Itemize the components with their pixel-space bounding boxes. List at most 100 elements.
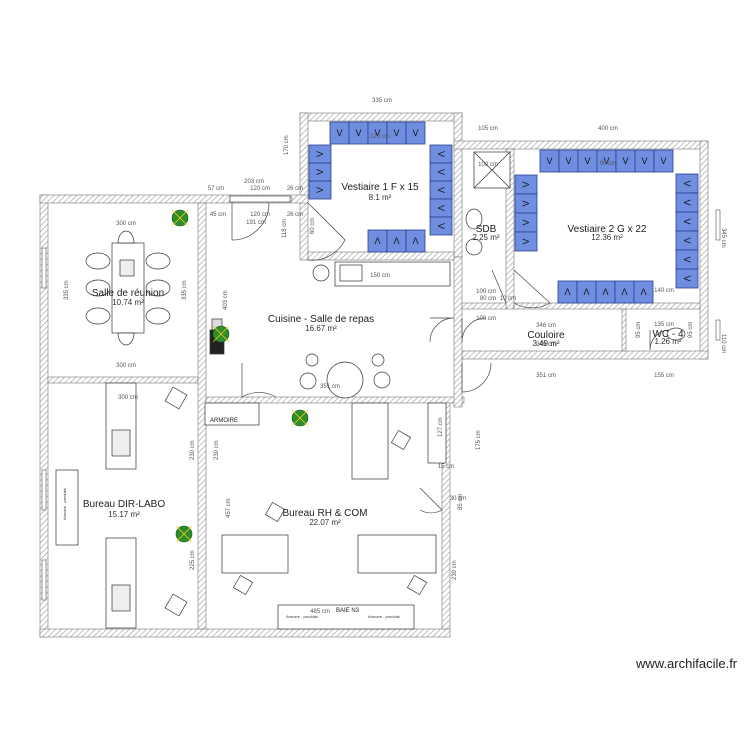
archive-label: Armoire - produits <box>286 614 318 619</box>
room-area: 10.74 m² <box>112 298 144 307</box>
locker <box>653 149 674 173</box>
locker-symbol: V <box>521 238 531 244</box>
dimension-label: 349 cm <box>536 342 556 348</box>
dimension-label: 191 cm <box>246 220 266 226</box>
locker-symbol: V <box>603 156 609 166</box>
dimension-label: 345 cm <box>720 228 726 248</box>
door-v1[interactable] <box>307 202 346 261</box>
watermark: www.archifacile.fr <box>636 656 738 671</box>
locker-symbol: V <box>521 219 531 225</box>
wall-v1-left <box>299 112 309 261</box>
dimension-label: 335 cm <box>372 98 392 104</box>
dimension-label: 135 cm <box>654 322 674 328</box>
locker-symbol: V <box>682 218 692 224</box>
locker-symbol: V <box>682 237 692 243</box>
chair <box>373 371 391 389</box>
door-rh-right[interactable] <box>419 487 443 514</box>
door-cuisine-top[interactable] <box>231 202 270 241</box>
locker <box>405 229 426 253</box>
room-name: Cuisine - Salle de repas <box>268 314 374 325</box>
locker <box>514 231 538 252</box>
locker <box>405 121 426 145</box>
door-v2[interactable] <box>513 269 551 309</box>
locker-symbol: Λ <box>640 287 646 297</box>
room-name: Couloire <box>527 330 565 341</box>
dimension-label: 457 cm <box>226 498 232 518</box>
door-sdb[interactable] <box>491 269 507 304</box>
door-cuisine-couloir[interactable] <box>429 317 455 343</box>
door-couloir-a[interactable] <box>461 317 487 343</box>
room-area: 22.07 m² <box>309 518 341 527</box>
desk <box>357 534 437 574</box>
washbasin <box>465 238 483 256</box>
room-area: 2.25 m² <box>472 233 499 242</box>
wall-v2-top <box>453 140 709 150</box>
desk <box>351 402 389 480</box>
chair <box>305 353 319 367</box>
wall-bottom <box>39 628 451 638</box>
dimension-label: 346 cm <box>536 323 556 329</box>
locker-symbol: V <box>521 181 531 187</box>
dimension-label: 140 cm <box>654 288 674 294</box>
locker-symbol: V <box>355 128 361 138</box>
dimension-label: 26 cm <box>287 186 303 192</box>
chair <box>164 386 188 410</box>
dimension-label: 150 cm <box>370 273 390 279</box>
cabinet <box>55 469 79 546</box>
room-name: Bureau DIR-LABO <box>83 499 165 510</box>
locker-symbol: V <box>436 169 446 175</box>
room-area: 8.1 m² <box>369 193 392 202</box>
bookshelf <box>277 604 415 630</box>
room-name: Vestiaire 2 G x 22 <box>568 224 647 235</box>
locker-symbol: V <box>682 199 692 205</box>
dimension-label: 26 cm <box>287 212 303 218</box>
locker-symbol: V <box>436 187 446 193</box>
dimension-label: 300 cm <box>118 395 138 401</box>
wc-toilet <box>666 327 686 341</box>
sink <box>339 264 363 282</box>
locker-symbol: V <box>682 256 692 262</box>
dimension-label: 485 cm <box>310 609 330 615</box>
cabinet-label: Armoire - produits <box>62 488 67 520</box>
dimension-label: 85 cm <box>458 494 464 510</box>
room-name: Salle de réunion <box>92 288 164 299</box>
locker-symbol: V <box>682 275 692 281</box>
wall-v2-bottom <box>513 302 701 310</box>
locker-symbol: V <box>436 151 446 157</box>
dimension-label: 105 cm <box>478 126 498 132</box>
furniture <box>55 151 686 630</box>
room-name: Bureau RH & COM <box>282 508 367 519</box>
wall-wc-left <box>621 308 627 352</box>
dimension-label: 57 cm <box>208 186 224 192</box>
door-wc[interactable] <box>649 329 671 351</box>
dimension-label: 230 cm <box>214 440 220 460</box>
wall-reunion-dir <box>47 376 199 384</box>
dimension-label: 127 cm <box>438 417 444 437</box>
dimension-label: 10 cm <box>500 296 516 302</box>
door-couloir-b[interactable] <box>461 362 492 393</box>
locker-symbol: V <box>584 156 590 166</box>
wall-couloir-bottom <box>461 350 709 360</box>
plant-leaves <box>171 209 309 543</box>
dimension-label: 100 cm <box>476 316 496 322</box>
room-area: 1.26 m² <box>654 337 681 346</box>
dimension-label: 351 cm <box>320 384 340 390</box>
chair <box>117 332 135 346</box>
locker <box>675 268 699 289</box>
locker-symbol: V <box>315 151 325 157</box>
wall-v2-right <box>699 140 709 360</box>
door-cuisine-rh[interactable] <box>241 363 277 398</box>
dimension-label: 170 cm <box>284 135 290 155</box>
wall-v1-top <box>299 112 463 122</box>
locker-symbol: V <box>660 156 666 166</box>
dimension-label: 60 cm <box>310 218 316 234</box>
wall-cuisine-rh <box>205 396 465 404</box>
locker-symbol: V <box>521 200 531 206</box>
dimension-label: 300 cm <box>116 221 136 227</box>
locker-symbol: V <box>393 128 399 138</box>
wall-cuisine-right <box>453 256 463 408</box>
locker-symbol: Λ <box>621 287 627 297</box>
dimension-label: 120 cm <box>250 186 270 192</box>
locker <box>633 280 654 304</box>
